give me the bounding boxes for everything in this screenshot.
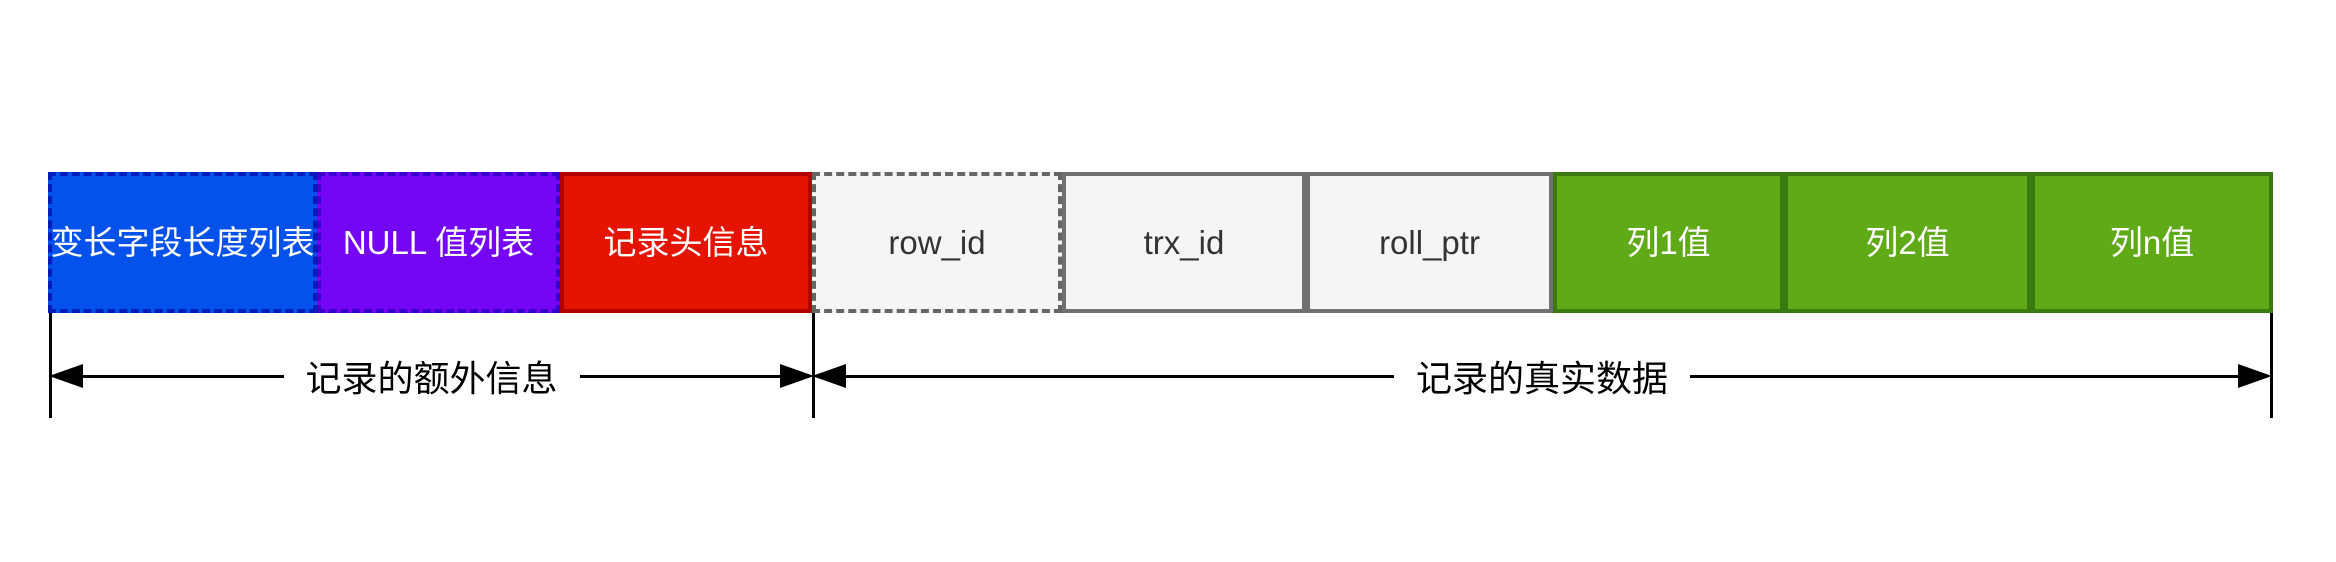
record-box-label: row_id — [888, 224, 986, 261]
record-box-label: 变长字段长度列表 — [50, 224, 315, 261]
arrowhead-right-icon — [780, 364, 814, 388]
arrowhead-left-icon — [812, 364, 846, 388]
record-box-null-value-list: NULL 值列表 — [317, 172, 560, 313]
record-box-label: roll_ptr — [1379, 224, 1480, 261]
record-box-record-header: 记录头信息 — [560, 172, 812, 313]
measure-span-label: 记录的真实数据 — [1393, 346, 1691, 406]
measure-span-label: 记录的额外信息 — [283, 346, 580, 406]
record-box-label: 列2值 — [1865, 224, 1950, 261]
record-box-roll-ptr: roll_ptr — [1306, 172, 1553, 313]
arrowhead-right-icon — [2238, 364, 2272, 388]
record-box-label: trx_id — [1143, 224, 1225, 261]
record-box-label: 记录头信息 — [603, 224, 769, 261]
record-box-row-id: row_id — [812, 172, 1062, 313]
record-box-col-1-value: 列1值 — [1553, 172, 1784, 313]
record-box-col-n-value: 列n值 — [2031, 172, 2273, 313]
record-box-label: NULL 值列表 — [342, 224, 535, 261]
record-box-label: 列n值 — [2109, 224, 2195, 261]
record-box-var-length-field-list: 变长字段长度列表 — [48, 172, 317, 313]
record-box-col-2-value: 列2值 — [1784, 172, 2031, 313]
record-box-trx-id: trx_id — [1062, 172, 1306, 313]
arrowhead-left-icon — [49, 364, 83, 388]
record-box-label: 列1值 — [1626, 224, 1711, 261]
